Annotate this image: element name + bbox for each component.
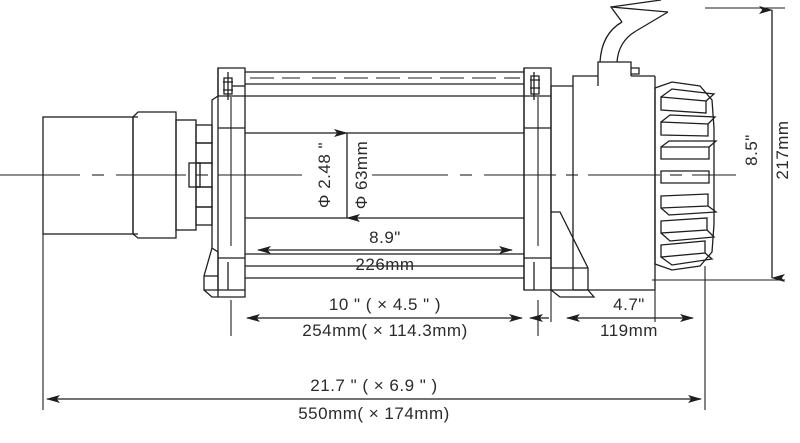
gearbox-hub: [188, 162, 201, 188]
dim-drum-diameter-metric: Φ 63mm: [352, 141, 371, 210]
motor-housing: [550, 61, 656, 291]
left-mount-foot: [203, 247, 246, 298]
dim-motor-length-imperial: 4.7": [613, 295, 645, 314]
motor-cable-boot: [599, 0, 669, 63]
motor-end-cap: [654, 81, 715, 271]
dim-overall-height-imperial: 8.5": [742, 134, 761, 166]
extension-lines: [42, 7, 785, 410]
dim-overall-length-imperial: 21.7 " ( × 6.9 " ): [310, 376, 437, 395]
cable-drum: [245, 71, 524, 279]
dim-drum-width-metric: 226mm: [355, 255, 414, 274]
dim-bolt-pattern-metric: 254mm( × 114.3mm): [302, 321, 467, 340]
left-drum-flange: [211, 67, 246, 291]
dim-overall-length-metric: 550mm( × 174mm): [298, 404, 450, 423]
dimension-labels: Φ 2.48 " Φ 63mm 8.9" 226mm 10 " ( × 4.5 …: [298, 120, 792, 423]
dim-overall-height-metric: 217mm: [773, 120, 792, 179]
dim-motor-length-metric: 119mm: [600, 321, 658, 340]
dim-drum-diameter-imperial: Φ 2.48 ": [315, 142, 334, 208]
dim-bolt-pattern-imperial: 10 " ( × 4.5 " ): [329, 295, 441, 314]
clutch-collar: [132, 111, 177, 239]
motor-cooling-fins: [660, 88, 718, 266]
dim-drum-width-imperial: 8.9": [369, 228, 401, 247]
